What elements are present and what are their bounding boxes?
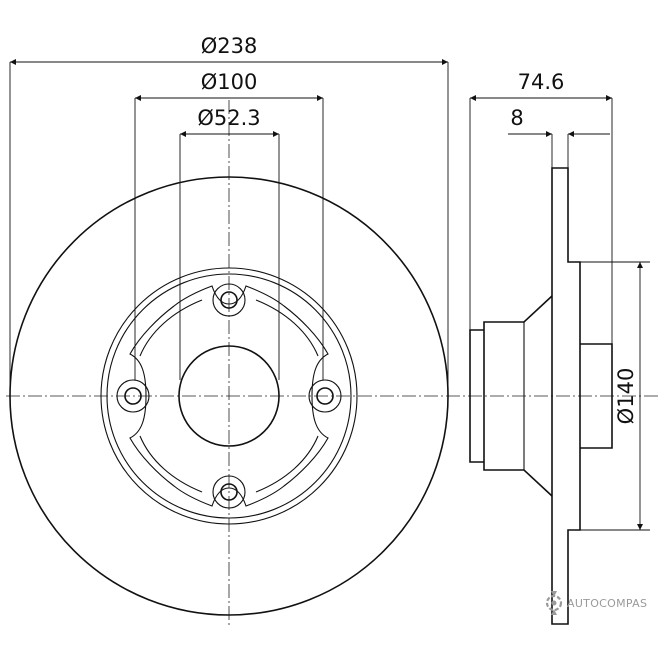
total-height-dimension: 74.6 [469,70,613,344]
side-hub-cap [469,329,484,463]
bolt-circle-dimension: Ø100 [134,70,324,380]
watermark-text: AUTOCOMPAS [567,597,647,610]
center-bore [178,345,280,447]
total-height-label: 74.6 [518,70,565,94]
front-view [6,100,660,625]
outer-diameter-dimension: Ø238 [9,34,449,396]
bolt-flange-outline [129,285,329,507]
disc-thickness-dimension: 8 [508,106,610,168]
hub-diameter-dimension: Ø140 [580,261,650,531]
side-hub-taper [483,295,553,497]
center-bore-dimension: Ø52.3 [179,106,280,380]
hub-diameter-label: Ø140 [614,368,638,425]
center-bore-label: Ø52.3 [197,106,260,130]
outer-diameter-label: Ø238 [201,34,258,58]
disc-thickness-label: 8 [510,106,523,130]
autocompas-logo-icon [545,591,563,615]
bolt-hole-left [116,379,150,413]
autocompas-watermark: AUTOCOMPAS [545,591,647,615]
bolt-circle-label: Ø100 [201,70,258,94]
hub-inner-edge [106,273,352,519]
hub-outer-edge [100,267,358,525]
side-right-boss [580,343,613,449]
bolt-hole-bottom [212,475,246,509]
bolt-hole-right [308,379,342,413]
bolt-hole-top [212,283,246,317]
bolt-flange-inner-outline [139,299,319,493]
